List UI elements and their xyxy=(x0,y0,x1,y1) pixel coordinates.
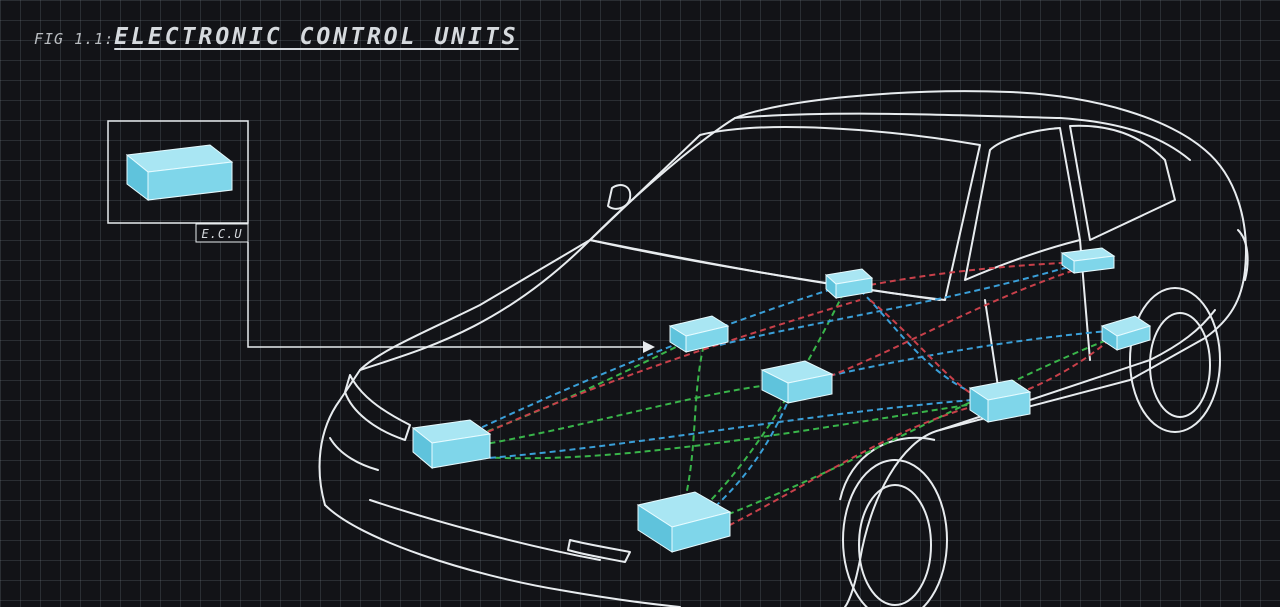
ecu-box-front-left xyxy=(411,419,492,470)
car-front-window xyxy=(964,127,1081,281)
car-windshield xyxy=(589,126,981,301)
car-outline xyxy=(318,90,1249,607)
ecu-box-rear-top xyxy=(1060,247,1116,274)
car-headlight xyxy=(344,374,411,441)
wire-red xyxy=(819,264,1091,381)
wire-blue xyxy=(699,384,796,521)
ecu-box-engine xyxy=(668,315,730,353)
car-hood-crease xyxy=(589,239,941,301)
wire-blue xyxy=(454,284,846,441)
ecu-box-door xyxy=(968,379,1032,423)
car-rear-window xyxy=(1069,124,1176,241)
car-roof-line xyxy=(734,112,1191,161)
wire-green xyxy=(699,334,1121,526)
wire-blue xyxy=(459,397,1001,461)
ecu-legend: E.C.U xyxy=(107,120,655,353)
ecu-box-front-bottom xyxy=(636,491,732,553)
car-grille xyxy=(329,437,379,471)
legend-label-box xyxy=(195,223,249,243)
legend-connector-arrow xyxy=(247,242,655,353)
ecu-box-dash xyxy=(824,268,874,300)
wire-red xyxy=(719,329,1121,531)
car-tail xyxy=(1237,229,1249,281)
ecu-units xyxy=(411,247,1152,553)
figure-number: FIG 1.1: xyxy=(34,30,115,48)
figure-title: ELECTRONIC CONTROL UNITS xyxy=(114,24,519,50)
wire-blue xyxy=(859,289,991,401)
car-bumper-vent xyxy=(369,499,601,561)
legend-box xyxy=(107,120,249,224)
car-hood-line xyxy=(359,239,591,371)
legend-label: E.C.U xyxy=(201,227,242,241)
figure-caption: FIG 1.1:ELECTRONIC CONTROL UNITS xyxy=(34,24,519,50)
wire-blue xyxy=(719,261,1086,346)
car-body-outline xyxy=(318,90,1247,607)
wire-green xyxy=(454,399,1001,460)
front-wheel-outer xyxy=(842,459,948,607)
wire-green xyxy=(449,334,701,446)
wire-red xyxy=(869,261,1081,286)
legend-ecu-icon xyxy=(125,144,234,202)
rear-wheel-inner xyxy=(1149,312,1211,418)
car-lower-body xyxy=(324,504,681,607)
ecu-box-rear-side xyxy=(1100,315,1152,351)
wire-green xyxy=(449,381,796,451)
car-mirror xyxy=(607,184,632,210)
ecu-box-center xyxy=(760,360,834,404)
wire-red xyxy=(469,299,861,441)
front-wheel-inner xyxy=(858,484,932,606)
wire-blue xyxy=(809,329,1121,381)
car-wheels xyxy=(839,287,1221,607)
car-fog-light xyxy=(567,539,631,563)
car-side-line xyxy=(939,309,1216,431)
rear-wheel-outer xyxy=(1129,287,1221,433)
